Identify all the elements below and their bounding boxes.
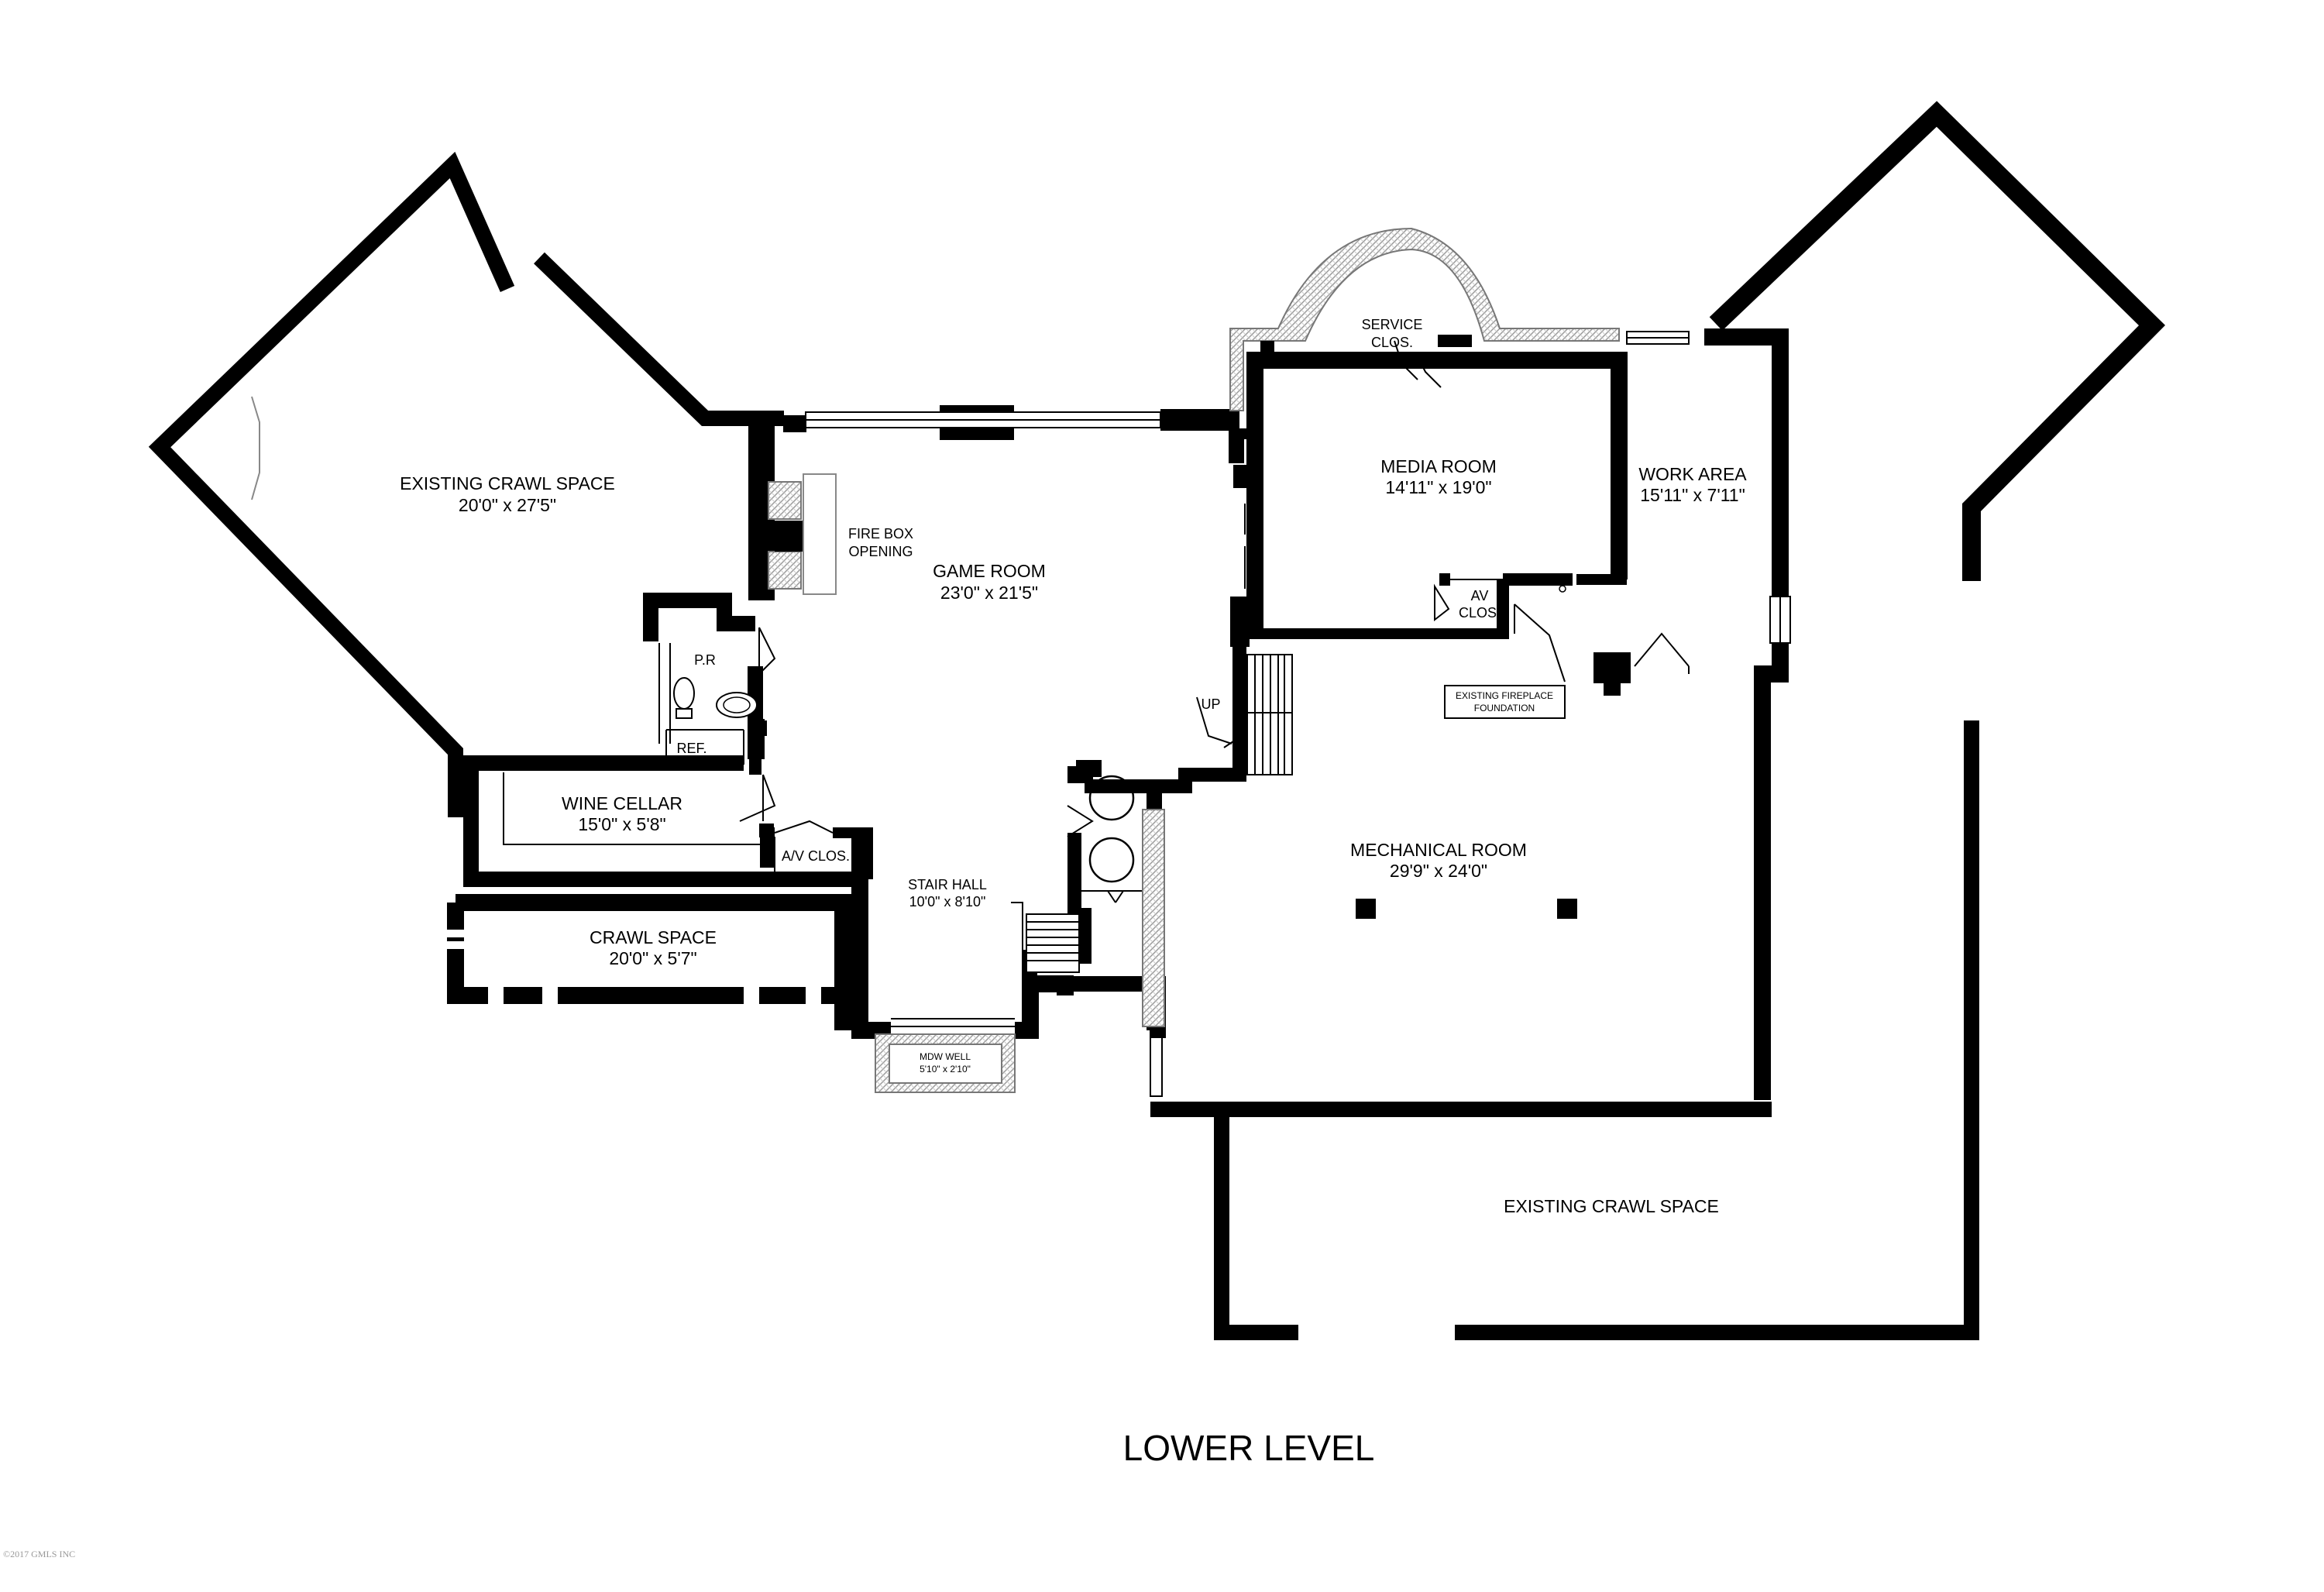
crawl-space-south-name: EXISTING CRAWL SPACE [1504, 1196, 1719, 1216]
service-closet-label-2: CLOS. [1371, 335, 1413, 350]
ref-label: REF. [676, 741, 706, 756]
crawl-space-mid-walls [447, 894, 851, 1030]
mdw-well [875, 1033, 1016, 1093]
media-room-name: MEDIA ROOM [1380, 456, 1497, 476]
mechanical-room-name: MECHANICAL ROOM [1350, 840, 1527, 860]
service-closet-bay [1229, 227, 1620, 411]
ne-wing-walls [1150, 101, 2166, 1340]
mechanical-room-details [1142, 585, 1690, 1097]
wine-cellar-size: 15'0" x 5'8" [578, 814, 665, 834]
west-service-rooms [643, 593, 776, 775]
crawl-space-nw-size: 20'0" x 27'5" [459, 495, 556, 515]
stair-hall-name: STAIR HALL [908, 877, 987, 892]
firebox-label-2: OPENING [848, 544, 913, 559]
crawl-space-nw-walls [148, 151, 784, 817]
av-closet-right-label-1: AV [1471, 588, 1489, 603]
game-room-name: GAME ROOM [933, 561, 1046, 581]
crawl-space-mid-size: 20'0" x 5'7" [609, 948, 696, 968]
crawl-space-nw-name: EXISTING CRAWL SPACE [400, 473, 615, 493]
av-closet-left-label: A/V CLOS. [782, 848, 850, 864]
mdw-well-size: 5'10" x 2'10" [920, 1064, 971, 1075]
stair-up-label: UP [1201, 696, 1220, 712]
av-closet-right-label-2: CLOS. [1459, 605, 1501, 621]
stair-hall-walls [851, 760, 1166, 1039]
mdw-well-name: MDW WELL [920, 1051, 971, 1062]
mechanical-room-size: 29'9" x 24'0" [1390, 861, 1487, 881]
central-divider [1085, 409, 1293, 793]
work-area-size: 15'11" x 7'11" [1640, 485, 1745, 505]
media-room-size: 14'11" x 19'0" [1385, 477, 1491, 497]
plan-title: LOWER LEVEL [1123, 1428, 1375, 1468]
fireplace-west [748, 422, 837, 600]
fireplace-foundation-label-2: FOUNDATION [1474, 703, 1535, 713]
game-room-north-wall [783, 405, 1234, 440]
service-closet-label-1: SERVICE [1362, 317, 1423, 332]
room-labels: EXISTING CRAWL SPACE 20'0" x 27'5" FIRE … [3, 317, 1747, 1559]
firebox-label-1: FIRE BOX [848, 526, 913, 542]
copyright-notice: ©2017 GMLS INC [3, 1549, 75, 1559]
game-room-size: 23'0" x 21'5" [940, 583, 1038, 603]
crawl-space-mid-name: CRAWL SPACE [590, 927, 717, 947]
media-room-walls [1246, 352, 1628, 639]
work-area-name: WORK AREA [1638, 464, 1747, 484]
wine-cellar-name: WINE CELLAR [562, 793, 682, 813]
powder-room-label: P.R [694, 652, 716, 668]
stair-hall-size: 10'0" x 8'10" [909, 894, 986, 909]
fireplace-foundation-label-1: EXISTING FIREPLACE [1456, 690, 1553, 701]
